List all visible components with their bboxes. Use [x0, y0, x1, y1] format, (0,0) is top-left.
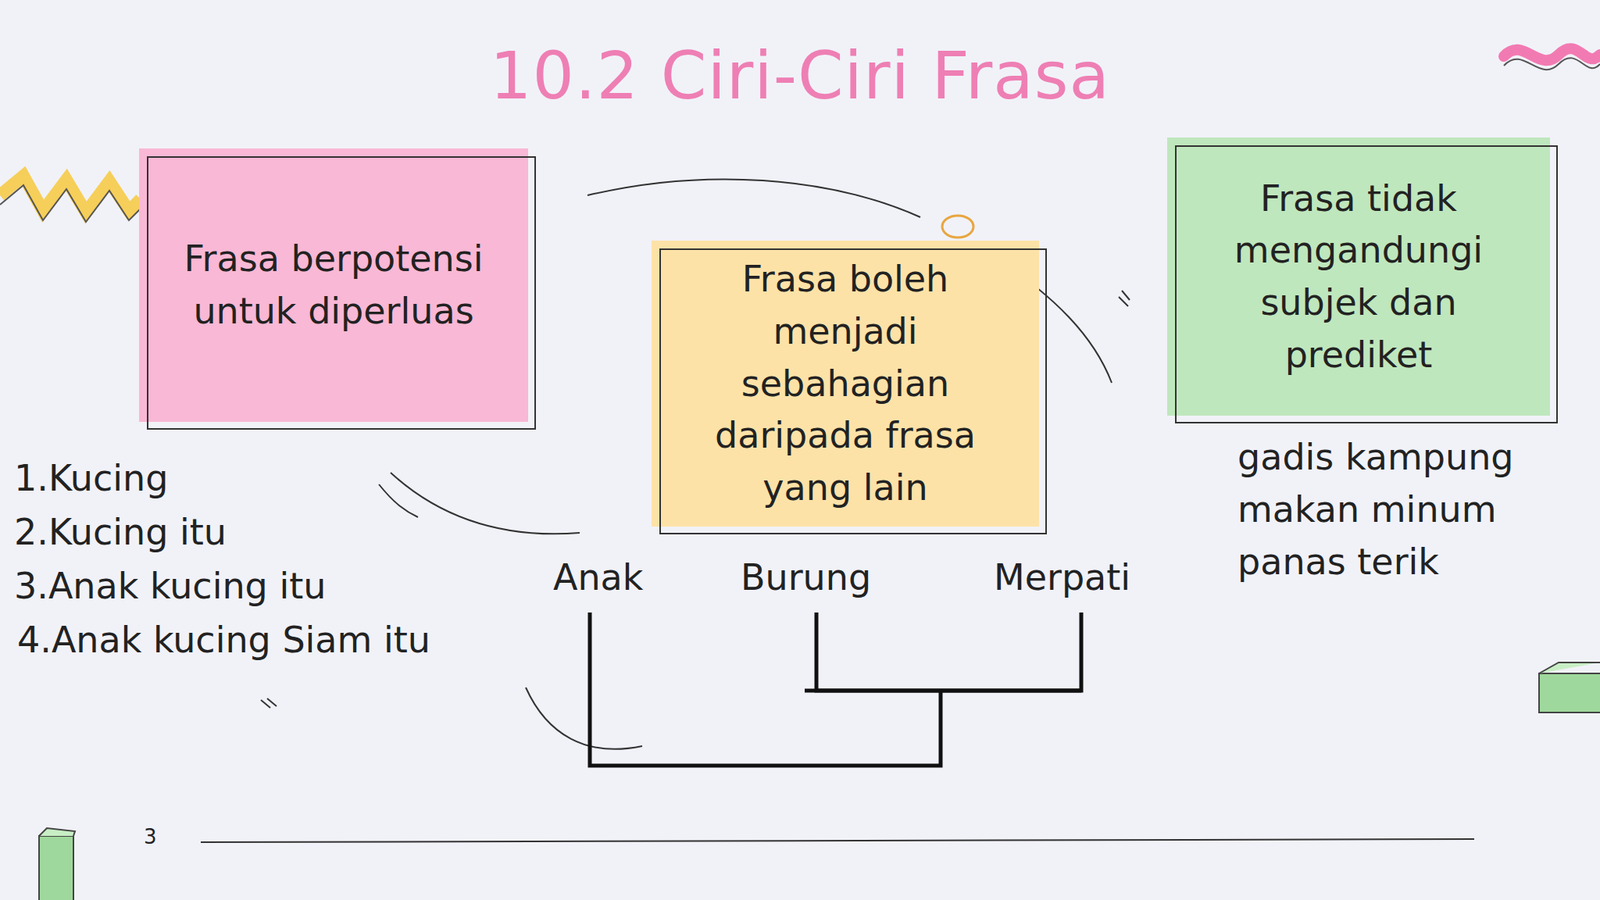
green-block [39, 835, 74, 900]
green-block [1539, 673, 1600, 713]
feature-box: Frasa berpotensi untuk diperluas [139, 148, 529, 422]
example-phrase: 4.Anak kucing Siam itu [17, 618, 431, 662]
tree-word: Burung [740, 556, 872, 600]
bracket-tree [589, 612, 1082, 766]
example-phrase: panas terik [1237, 540, 1440, 584]
zigzag-outline [0, 185, 141, 222]
sketch-curve [525, 687, 643, 750]
example-phrase: makan minum [1237, 488, 1497, 532]
sketch-tick [260, 698, 277, 708]
slide-title: 10.2 Ciri-Ciri Frasa [0, 37, 1600, 115]
tree-word: Merpati [993, 556, 1131, 600]
box-text: Frasa berpotensi untuk diperluas [160, 232, 507, 337]
sketch-tick [1118, 290, 1130, 307]
feature-box: Frasa boleh menjadi sebahagian daripada … [651, 240, 1040, 527]
example-phrase: 3.Anak kucing itu [14, 564, 326, 608]
sketch-curve [390, 472, 580, 534]
footer-rule [200, 839, 1475, 843]
example-phrase: 1.Kucing [14, 457, 168, 500]
example-phrase: gadis kampung [1237, 435, 1515, 479]
sketch-circle [942, 215, 974, 238]
box-text: Frasa tidak mengandungi subjek dan predi… [1189, 172, 1529, 382]
green-block [39, 828, 75, 836]
sketch-curve [378, 484, 418, 518]
tree-word: Anak [553, 556, 643, 600]
green-block [1539, 662, 1600, 674]
feature-box: Frasa tidak mengandungi subjek dan predi… [1167, 137, 1550, 416]
sketch-curve [587, 178, 921, 218]
squiggle-outline [1503, 57, 1600, 70]
box-text: Frasa boleh menjadi sebahagian daripada … [673, 253, 1018, 514]
example-phrase: 2.Kucing itu [14, 510, 227, 554]
page-number: 3 [143, 825, 158, 850]
